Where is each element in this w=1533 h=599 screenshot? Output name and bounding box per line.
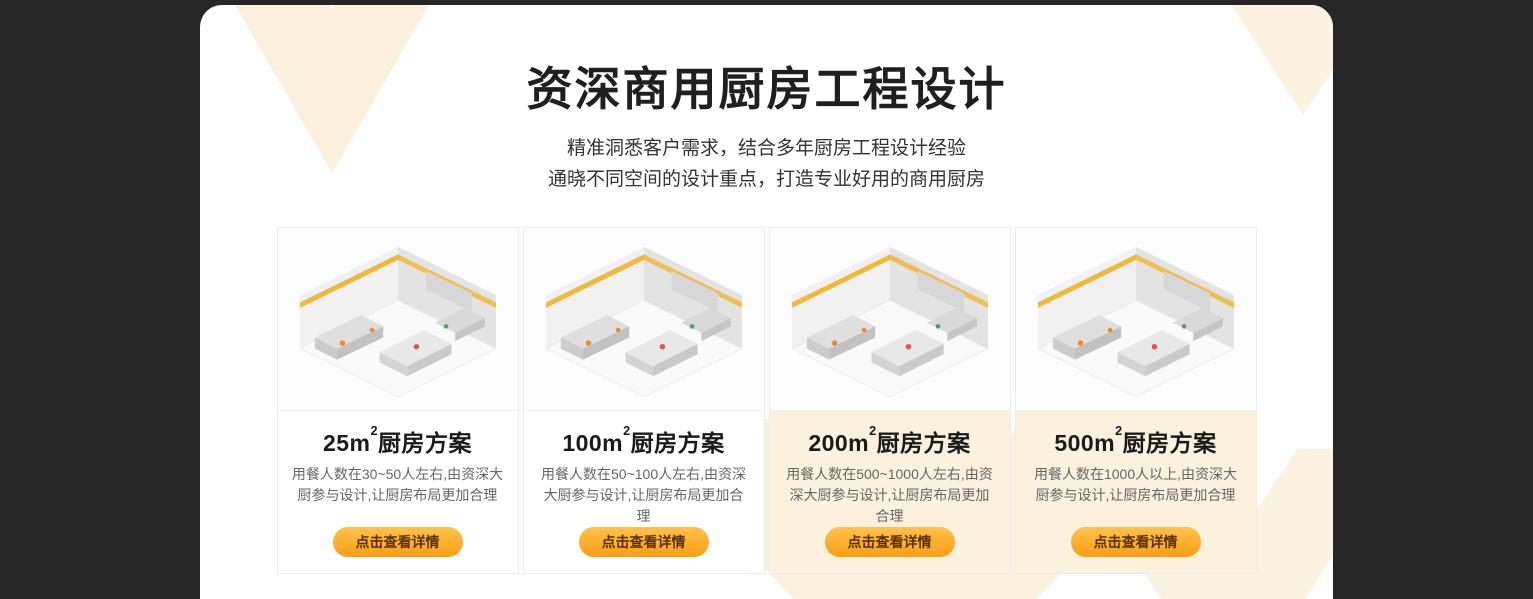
card-body: 100m2厨房方案 用餐人数在50~100人左右,由资深大厨参与设计,让厨房布局… [523,411,764,573]
plan-cards-row: 25m2厨房方案 用餐人数在30~50人左右,由资深大厨参与设计,让厨房布局更加… [200,227,1333,574]
content-panel: 资深商用厨房工程设计 精准洞悉客户需求，结合多年厨房工程设计经验 通晓不同空间的… [200,5,1333,599]
plan-card-200m2[interactable]: 200m2厨房方案 用餐人数在500~1000人左右,由资深大厨参与设计,让厨房… [768,227,1011,574]
card-description: 用餐人数在50~100人左右,由资深大厨参与设计,让厨房布局更加合理 [541,466,746,524]
card-title: 25m2厨房方案 [323,424,472,458]
subtitle-line-1: 精准洞悉客户需求，结合多年厨房工程设计经验 [566,138,966,159]
view-details-button[interactable]: 点击查看详情 [824,527,955,557]
card-body: 25m2厨房方案 用餐人数在30~50人左右,由资深大厨参与设计,让厨房布局更加… [277,411,518,573]
card-description: 用餐人数在500~1000人左右,由资深大厨参与设计,让厨房布局更加合理 [786,466,993,524]
view-details-button[interactable]: 点击查看详情 [1070,527,1201,557]
card-description: 用餐人数在1000人以上,由资深大厨参与设计,让厨房布局更加合理 [1033,466,1238,503]
section-title: 资深商用厨房工程设计 [526,63,1007,115]
card-area: 25m [322,430,371,456]
card-area-sup: 2 [623,424,631,439]
subtitle-line-2: 通晓不同空间的设计重点，打造专业好用的商用厨房 [547,169,985,190]
view-details-button[interactable]: 点击查看详情 [578,527,709,557]
kitchen-render-image-200m2 [769,228,1010,411]
card-name-suffix: 厨房方案 [630,430,725,456]
card-title: 500m2厨房方案 [1054,424,1216,458]
card-area: 100m [562,430,624,456]
section-subtitle: 精准洞悉客户需求，结合多年厨房工程设计经验 通晓不同空间的设计重点，打造专业好用… [200,133,1333,195]
plan-card-100m2[interactable]: 100m2厨房方案 用餐人数在50~100人左右,由资深大厨参与设计,让厨房布局… [522,227,765,574]
kitchen-render-image-25m2 [277,228,518,411]
card-title: 200m2厨房方案 [808,424,970,458]
card-title: 100m2厨房方案 [562,424,724,458]
card-body: 500m2厨房方案 用餐人数在1000人以上,由资深大厨参与设计,让厨房布局更加… [1015,411,1256,573]
plan-card-500m2[interactable]: 500m2厨房方案 用餐人数在1000人以上,由资深大厨参与设计,让厨房布局更加… [1014,227,1257,574]
card-body: 200m2厨房方案 用餐人数在500~1000人左右,由资深大厨参与设计,让厨房… [769,411,1010,573]
card-area-sup: 2 [869,424,877,439]
plan-card-25m2[interactable]: 25m2厨房方案 用餐人数在30~50人左右,由资深大厨参与设计,让厨房布局更加… [276,227,519,574]
card-area: 200m [808,430,870,456]
card-area-sup: 2 [370,424,379,439]
kitchen-render-image-100m2 [523,228,764,411]
card-area: 500m [1054,430,1116,456]
card-name-suffix: 厨房方案 [1122,430,1217,456]
card-name-suffix: 厨房方案 [876,430,971,456]
card-name-suffix: 厨房方案 [378,430,473,456]
view-details-button[interactable]: 点击查看详情 [332,527,463,557]
card-area-sup: 2 [1115,424,1123,439]
kitchen-render-image-500m2 [1015,228,1256,411]
card-description: 用餐人数在30~50人左右,由资深大厨参与设计,让厨房布局更加合理 [291,466,504,503]
